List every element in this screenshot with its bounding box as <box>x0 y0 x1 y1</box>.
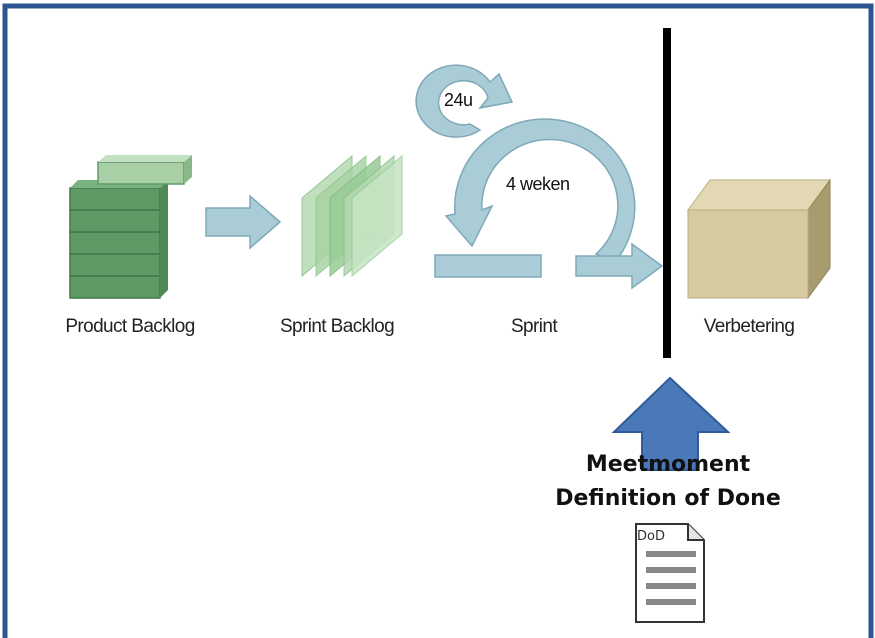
sprint-base-bar <box>434 254 542 278</box>
sprint-length-label: 4 weken <box>506 174 570 194</box>
measurement-up-arrow <box>611 376 731 471</box>
sprint-label: Sprint <box>511 316 558 337</box>
product-backlog-label: Product Backlog <box>65 316 194 337</box>
done-boundary-line <box>663 28 671 358</box>
daily-cycle-arrow-icon <box>415 64 514 138</box>
sprint-backlog-icon <box>301 154 403 278</box>
daily-cycle-label: 24u <box>444 90 473 110</box>
sprint-cycle-arrow-icon <box>444 118 664 290</box>
measurement-subtitle: Definition of Done <box>555 486 781 511</box>
dod-document-icon <box>635 523 705 623</box>
measurement-title: Meetmoment <box>586 452 751 477</box>
product-backlog-icon <box>69 155 192 299</box>
flow-arrow-1 <box>205 194 282 250</box>
dod-document-label: DoD <box>637 529 665 544</box>
verbetering-label: Verbetering <box>704 316 795 337</box>
frame-border <box>2 3 874 638</box>
sprint-backlog-label: Sprint Backlog <box>280 316 394 337</box>
verbetering-box-icon <box>687 178 831 300</box>
